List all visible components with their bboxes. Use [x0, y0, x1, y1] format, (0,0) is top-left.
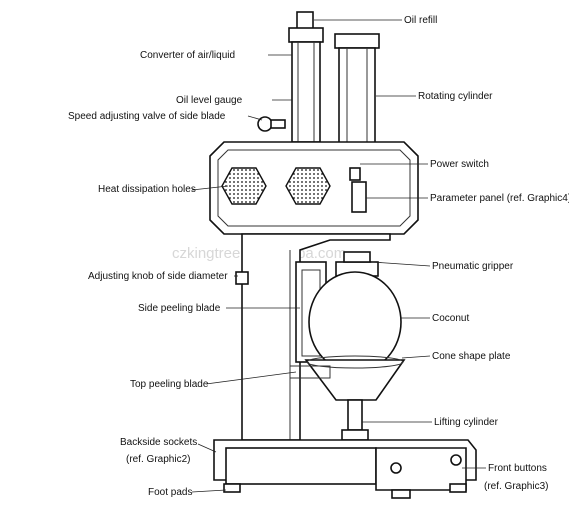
label-backside-ref: (ref. Graphic2): [126, 454, 190, 465]
label-front-ref: (ref. Graphic3): [484, 481, 548, 492]
label-oil-refill: Oil refill: [404, 15, 437, 26]
label-cone-plate: Cone shape plate: [432, 351, 511, 362]
labels: Oil refill Converter of air/liquid Oil l…: [68, 15, 569, 498]
label-parameter-panel: Parameter panel (ref. Graphic4): [430, 193, 569, 204]
label-rotating-cylinder: Rotating cylinder: [418, 91, 493, 102]
label-adjusting-knob: Adjusting knob of side diameter: [88, 271, 228, 282]
label-front-buttons: Front buttons: [488, 463, 547, 474]
leader-lines: [191, 19, 486, 493]
label-backside-sockets: Backside sockets: [120, 437, 197, 448]
label-coconut: Coconut: [432, 313, 469, 324]
label-foot-pads: Foot pads: [148, 487, 192, 498]
label-pneumatic-gripper: Pneumatic gripper: [432, 261, 514, 272]
label-top-blade: Top peeling blade: [130, 379, 209, 390]
label-power-switch: Power switch: [430, 159, 489, 170]
label-speed-valve: Speed adjusting valve of side blade: [68, 111, 226, 122]
label-converter: Converter of air/liquid: [140, 50, 235, 61]
label-side-blade: Side peeling blade: [138, 303, 221, 314]
label-oil-level-gauge: Oil level gauge: [176, 95, 243, 106]
label-heat-holes: Heat dissipation holes: [98, 184, 196, 195]
machine-illustration: [209, 11, 477, 499]
label-lifting-cylinder: Lifting cylinder: [434, 417, 499, 428]
